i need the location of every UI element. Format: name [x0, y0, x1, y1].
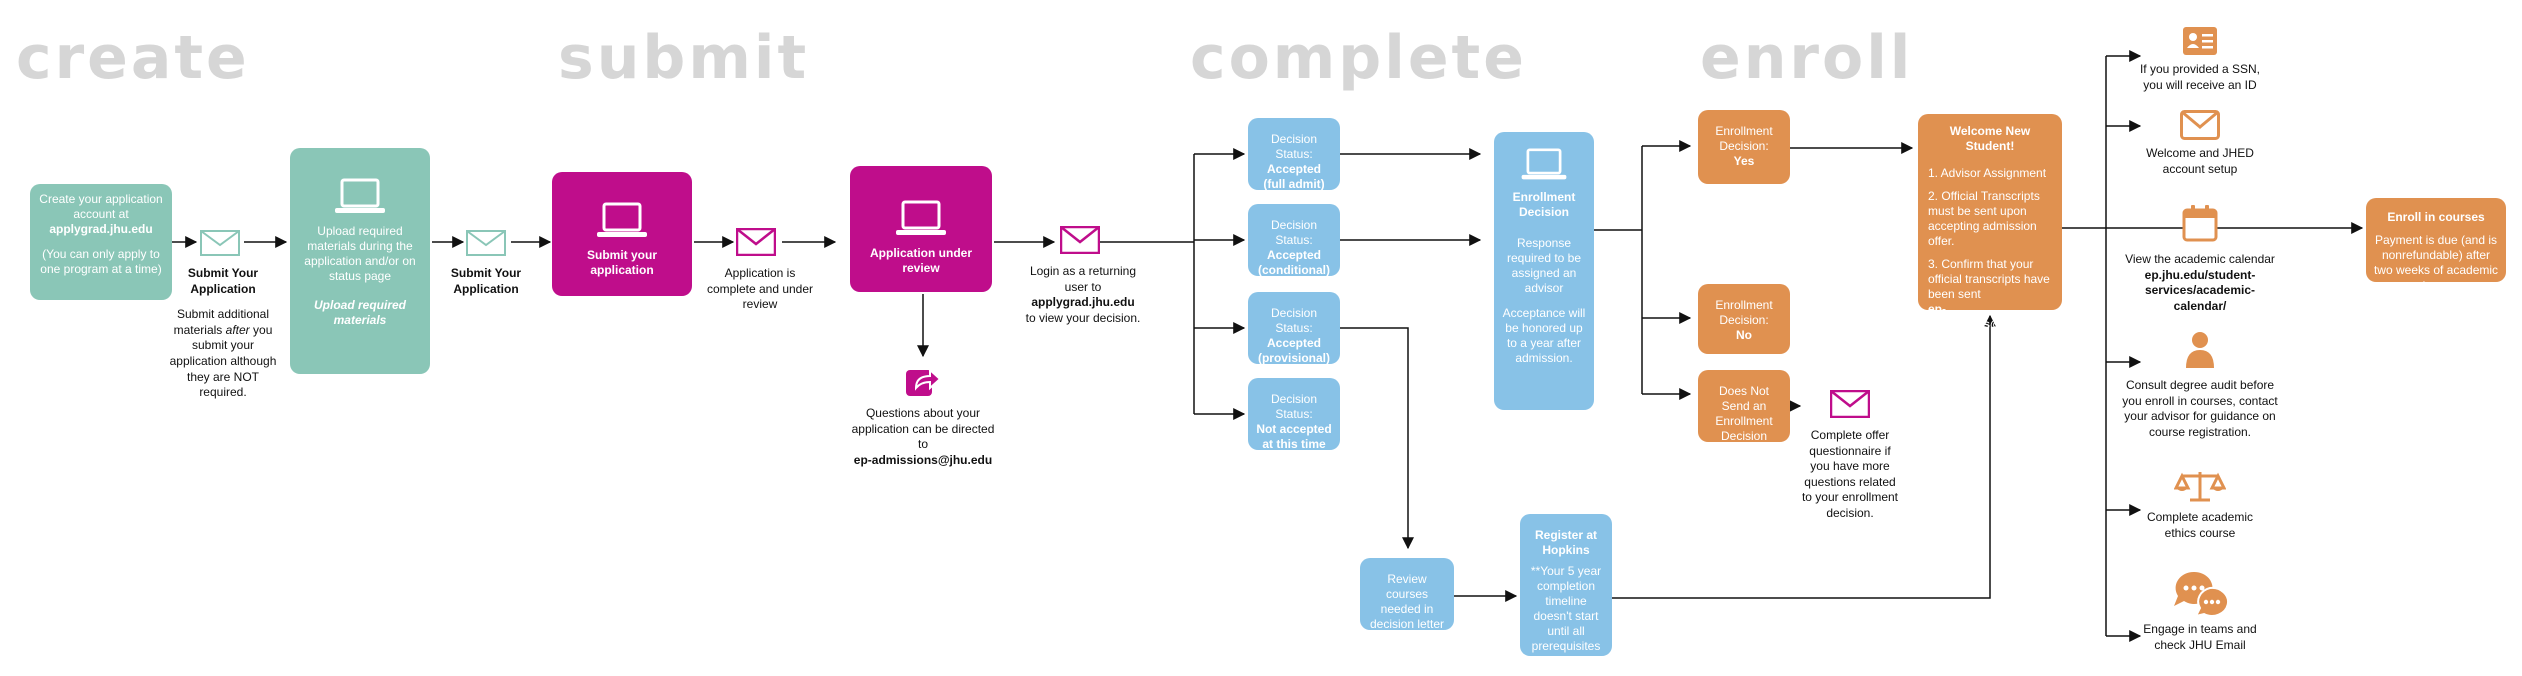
enroll-courses-text: Payment is due (and is nonrefundable) af… [2373, 233, 2499, 292]
envelope-icon [466, 230, 506, 256]
welcome-item-3: 3. Confirm that your official transcript… [1928, 257, 2050, 301]
questions-note: Questions about your application can be … [848, 406, 998, 468]
create-account-url: applygrad.jhu.edu [49, 222, 153, 236]
enrollment-decision-text1: Response required to be assigned an advi… [1506, 236, 1582, 295]
submit-app-1-title: Submit Your Application [187, 266, 259, 296]
enroll-courses-box: Enroll in courses Payment is due (and is… [2366, 198, 2506, 292]
complete-review-text: Application is complete and under review [706, 266, 814, 312]
submit-app-label: Submit your application [586, 248, 657, 277]
decision-full-admit: Decision Status: Accepted (full admit) [1248, 118, 1340, 191]
login-url: applygrad.jhu.edu [1031, 295, 1135, 310]
envelope-icon [1830, 390, 1870, 418]
enrollment-decision-box: Enrollment Decision Response required to… [1494, 132, 1594, 410]
laptop-icon [896, 200, 946, 235]
enrollment-decision-title: Enrollment Decision [1512, 190, 1576, 219]
envelope-icon [736, 228, 776, 256]
welcome-list: 1. Advisor Assignment 2. Official Transc… [1924, 166, 2056, 332]
calendar-icon [2182, 205, 2218, 242]
register-box: Register at Hopkins **Your 5 year comple… [1520, 514, 1612, 668]
envelope-icon [1060, 226, 1100, 254]
submit-app-1-text-a: Submit additional materials [173, 307, 270, 337]
submit-app-box: Submit your application [552, 172, 692, 296]
welcome-email: ep-transcripts@jhu.edu [1928, 302, 2045, 331]
welcome-title: Welcome New Student! [1949, 124, 2031, 153]
login-note: Login as a returning user to applygrad.j… [1018, 264, 1148, 326]
offer-questionnaire-text: Complete offer questionnaire if you have… [1801, 428, 1899, 520]
register-title: Register at Hopkins [1534, 528, 1598, 557]
enroll-no-box: Enrollment Decision: No [1698, 284, 1790, 354]
upload-box: Upload required materials during the app… [290, 148, 430, 374]
envelope-icon [2180, 110, 2220, 140]
review-courses-box: Review courses needed in decision letter [1360, 558, 1454, 631]
no-send-box: Does Not Send an Enrollment Decision [1698, 370, 1790, 443]
create-account-text: Create your application account at [39, 192, 163, 221]
login-line2: to view your decision. [1025, 310, 1141, 325]
id-card-icon [2183, 27, 2217, 55]
laptop-icon [335, 178, 385, 213]
audit-text: Consult degree audit before you enroll i… [2122, 378, 2278, 439]
laptop-icon [1521, 148, 1567, 180]
enroll-courses-title: Enroll in courses [2387, 210, 2485, 224]
register-text: **Your 5 year completion timeline doesn'… [1526, 564, 1606, 668]
under-review-label: Application under review [870, 246, 972, 275]
questions-text: Questions about your application can be … [851, 406, 995, 452]
envelope-icon [200, 230, 240, 256]
welcome-item-2: 2. Official Transcripts must be sent upo… [1928, 189, 2040, 248]
decision-provisional: Decision Status: Accepted (provisional) [1248, 292, 1340, 365]
questions-email: ep-admissions@jhu.edu [853, 452, 993, 467]
login-line1: Login as a returning user to [1029, 264, 1137, 294]
decision-conditional: Decision Status: Accepted (conditional) [1248, 204, 1340, 277]
share-icon [906, 367, 942, 396]
stage-enroll-heading: enroll [1700, 23, 1914, 93]
under-review-box: Application under review [850, 166, 992, 292]
welcome-item-1: 1. Advisor Assignment [1928, 166, 2047, 180]
submit-app-2-title: Submit Your Application [450, 266, 522, 296]
ssn-text: If you provided a SSN, you will receive … [2139, 62, 2261, 92]
stage-submit-heading: submit [558, 23, 810, 93]
submit-app-1-after: after [225, 322, 250, 337]
submit-app-1: Submit Your Application Submit additiona… [168, 266, 278, 401]
upload-sub: Upload required materials [313, 298, 406, 327]
chat-icon [2174, 571, 2229, 618]
teams-text: Engage in teams and check JHU Email [2143, 622, 2257, 652]
calendar-text: View the academic calendar [2125, 252, 2275, 266]
ethics-text: Complete academic ethics course [2146, 510, 2254, 540]
calendar-note: View the academic calendar ep.jhu.edu/st… [2120, 252, 2280, 314]
stage-create-heading: create [16, 23, 250, 93]
decision-not-accepted: Decision Status: Not accepted at this ti… [1248, 378, 1340, 451]
calendar-url: ep.jhu.edu/student-services/academic-cal… [2144, 267, 2256, 313]
laptop-icon [597, 202, 647, 237]
jhed-text: Welcome and JHED account setup [2146, 146, 2254, 176]
submit-app-1-text-b: you submit your application although the… [169, 322, 277, 400]
stage-complete-heading: complete [1190, 23, 1527, 93]
create-account-box: Create your application account at apply… [30, 184, 172, 300]
upload-text: Upload required materials during the app… [304, 224, 416, 283]
welcome-box: Welcome New Student! 1. Advisor Assignme… [1918, 114, 2062, 331]
person-icon [2186, 332, 2214, 368]
enroll-yes-box: Enrollment Decision: Yes [1698, 110, 1790, 184]
enrollment-decision-text2: Acceptance will be honored up to a year … [1502, 306, 1586, 365]
create-account-note: (You can only apply to one program at a … [40, 247, 162, 276]
scales-icon [2174, 472, 2226, 502]
